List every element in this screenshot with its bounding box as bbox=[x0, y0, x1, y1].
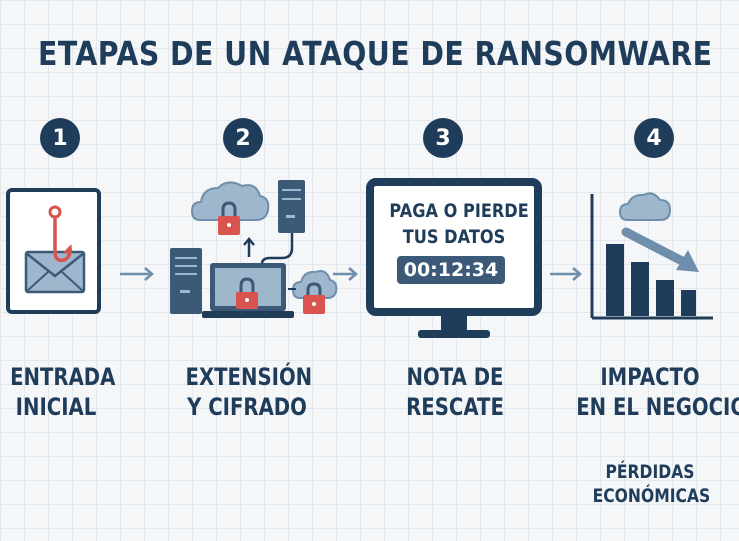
diagram-title: ETAPAS DE UN ATAQUE DE RANSOMWARE bbox=[38, 34, 713, 73]
network-spread-icon bbox=[170, 180, 338, 318]
ransom-note-line-2: TUS DATOS bbox=[402, 226, 506, 248]
step-3-badge: 3 bbox=[423, 118, 463, 158]
step-4-label: IMPACTO EN EL NEGOCIO bbox=[576, 362, 739, 422]
step-4-badge: 4 bbox=[634, 118, 674, 158]
countdown-timer: 00:12:34 bbox=[397, 256, 505, 284]
step-4-label-line-1: IMPACTO bbox=[600, 363, 700, 391]
impact-sublabel: PÉRDIDAS ECONÓMICAS bbox=[592, 460, 711, 508]
arrow-icon bbox=[120, 267, 154, 281]
impact-sublabel-line-1: PÉRDIDAS bbox=[605, 461, 695, 483]
step-1-label: ENTRADA INICIAL bbox=[10, 362, 116, 422]
step-2-label: EXTENSIÓN Y CIFRADO bbox=[185, 362, 313, 422]
step-1-badge: 1 bbox=[40, 118, 80, 158]
step-3-label-line-1: NOTA DE bbox=[406, 363, 504, 391]
impact-sublabel-line-2: ECONÓMICAS bbox=[592, 485, 711, 507]
declining-chart-icon bbox=[590, 192, 713, 320]
arrow-icon bbox=[550, 267, 582, 281]
step-3-label-line-2: RESCATE bbox=[406, 393, 504, 421]
step-1-label-line-1: ENTRADA bbox=[10, 363, 116, 391]
step-2-badge: 2 bbox=[223, 118, 263, 158]
step-3-label: NOTA DE RESCATE bbox=[394, 362, 517, 422]
ransom-note-line-1: PAGA O PIERDE bbox=[389, 200, 529, 222]
phishing-email-icon bbox=[6, 188, 101, 314]
step-4-label-line-2: EN EL NEGOCIO bbox=[576, 393, 739, 421]
arrow-icon bbox=[333, 267, 358, 281]
step-2-label-line-1: EXTENSIÓN bbox=[185, 363, 313, 391]
step-2-label-line-2: Y CIFRADO bbox=[187, 393, 307, 421]
step-1-label-line-2: INICIAL bbox=[15, 393, 97, 421]
